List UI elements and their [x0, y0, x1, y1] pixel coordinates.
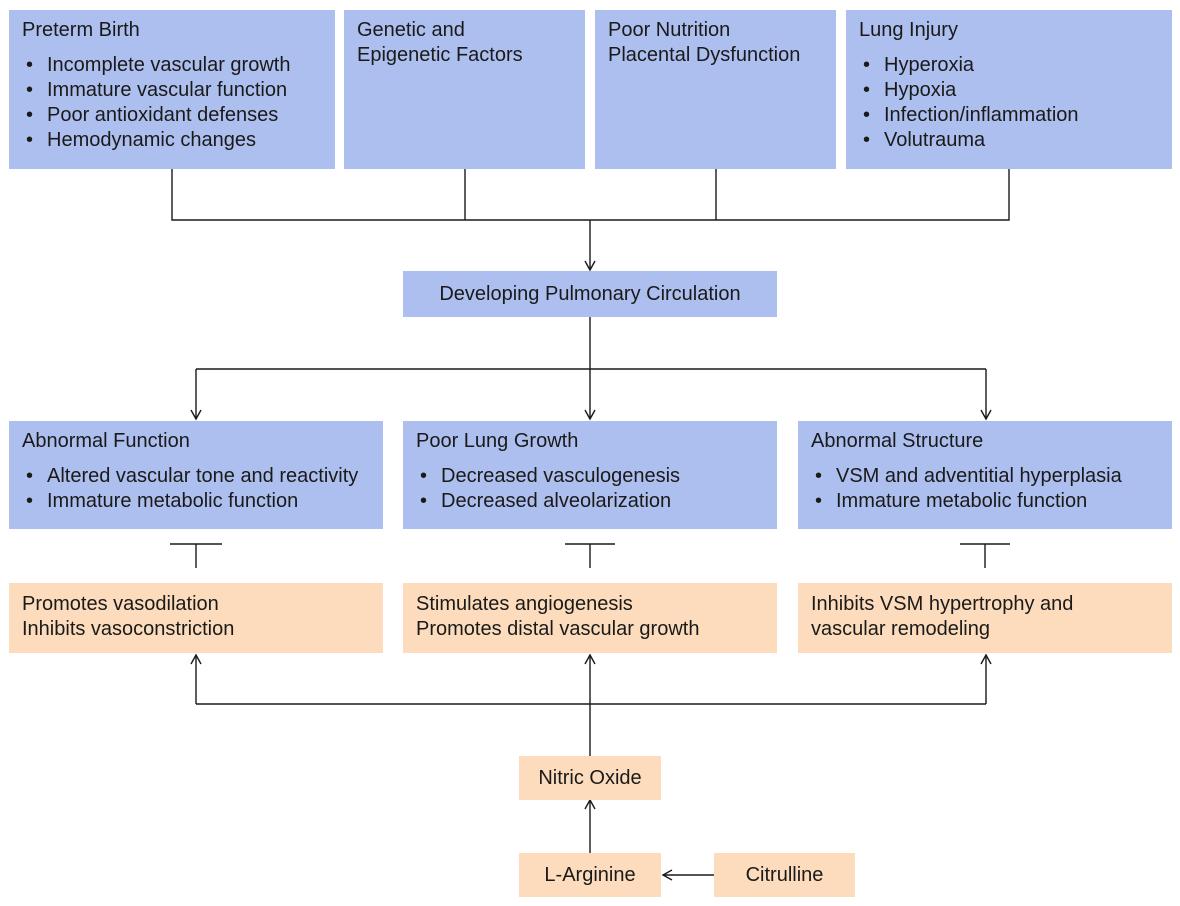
bullet-item: Immature vascular function	[22, 78, 322, 103]
action-text-line: Inhibits vasoconstriction	[22, 618, 235, 640]
factor-genetic-epigenetic: Genetic and Epigenetic Factors	[344, 10, 585, 169]
l-arginine-label: L-Arginine	[544, 863, 636, 886]
bullet-item: Hyperoxia	[859, 53, 1159, 78]
action-vascular-remodeling: Inhibits VSM hypertrophy and vascular re…	[798, 583, 1172, 653]
factor-title: Preterm Birth	[22, 19, 140, 41]
outcome-title: Poor Lung Growth	[416, 430, 579, 452]
factor-nutrition-placental: Poor Nutrition Placental Dysfunction	[595, 10, 836, 169]
action-text-line: Stimulates angiogenesis	[416, 593, 633, 615]
bullet-item: Hemodynamic changes	[22, 128, 322, 153]
bullet-item: Volutrauma	[859, 128, 1159, 153]
factor-text-line: Placental Dysfunction	[608, 44, 801, 66]
nitric-oxide-label: Nitric Oxide	[538, 766, 642, 789]
outcome-abnormal-structure: Abnormal Structure VSM and adventitial h…	[798, 421, 1172, 529]
action-text-line: vascular remodeling	[811, 618, 990, 640]
no-distribution-line	[196, 703, 986, 756]
bullet-item: Infection/inflammation	[859, 103, 1159, 128]
outcome-title: Abnormal Function	[22, 430, 190, 452]
factor-title: Lung Injury	[859, 19, 958, 41]
developing-pulmonary-circulation: Developing Pulmonary Circulation	[403, 271, 777, 317]
l-arginine-node: L-Arginine	[519, 853, 661, 897]
bullet-item: VSM and adventitial hyperplasia	[811, 464, 1159, 489]
factor-lung-injury: Lung Injury Hyperoxia Hypoxia Infection/…	[846, 10, 1172, 169]
inhibit-bar-structure	[960, 543, 1010, 568]
factor-text-line: Poor Nutrition	[608, 19, 731, 41]
action-vasodilation: Promotes vasodilation Inhibits vasoconst…	[9, 583, 383, 653]
outcome-title: Abnormal Structure	[811, 430, 984, 452]
bullet-item: Incomplete vascular growth	[22, 53, 322, 78]
factor-bullets: Incomplete vascular growth Immature vasc…	[22, 53, 322, 153]
nitric-oxide-node: Nitric Oxide	[519, 756, 661, 800]
bullet-item: Poor antioxidant defenses	[22, 103, 322, 128]
bullet-item: Immature metabolic function	[22, 489, 370, 514]
inhibit-bar-function	[170, 543, 222, 568]
action-text-line: Promotes distal vascular growth	[416, 618, 700, 640]
outcome-abnormal-function: Abnormal Function Altered vascular tone …	[9, 421, 383, 529]
outcome-poor-lung-growth: Poor Lung Growth Decreased vasculogenesi…	[403, 421, 777, 529]
bullet-item: Hypoxia	[859, 78, 1159, 103]
bullet-item: Decreased vasculogenesis	[416, 464, 764, 489]
outcome-bullets: VSM and adventitial hyperplasia Immature…	[811, 464, 1159, 514]
inhibit-bar-growth	[565, 543, 615, 568]
citrulline-label: Citrulline	[745, 863, 824, 886]
outcome-bullets: Decreased vasculogenesis Decreased alveo…	[416, 464, 764, 514]
action-text-line: Inhibits VSM hypertrophy and	[811, 593, 1074, 615]
factor-text-line: Genetic and	[357, 19, 465, 41]
citrulline-node: Citrulline	[714, 853, 855, 897]
outcome-bullets: Altered vascular tone and reactivity Imm…	[22, 464, 370, 514]
merge-lines	[171, 169, 1010, 221]
action-text-line: Promotes vasodilation	[22, 593, 219, 615]
split-line	[196, 317, 986, 370]
factor-preterm-birth: Preterm Birth Incomplete vascular growth…	[9, 10, 335, 169]
bullet-item: Immature metabolic function	[811, 489, 1159, 514]
bullet-item: Decreased alveolarization	[416, 489, 764, 514]
center-node-label: Developing Pulmonary Circulation	[439, 282, 741, 305]
bullet-item: Altered vascular tone and reactivity	[22, 464, 370, 489]
factor-bullets: Hyperoxia Hypoxia Infection/inflammation…	[859, 53, 1159, 153]
action-angiogenesis: Stimulates angiogenesis Promotes distal …	[403, 583, 777, 653]
factor-text-line: Epigenetic Factors	[357, 44, 523, 66]
